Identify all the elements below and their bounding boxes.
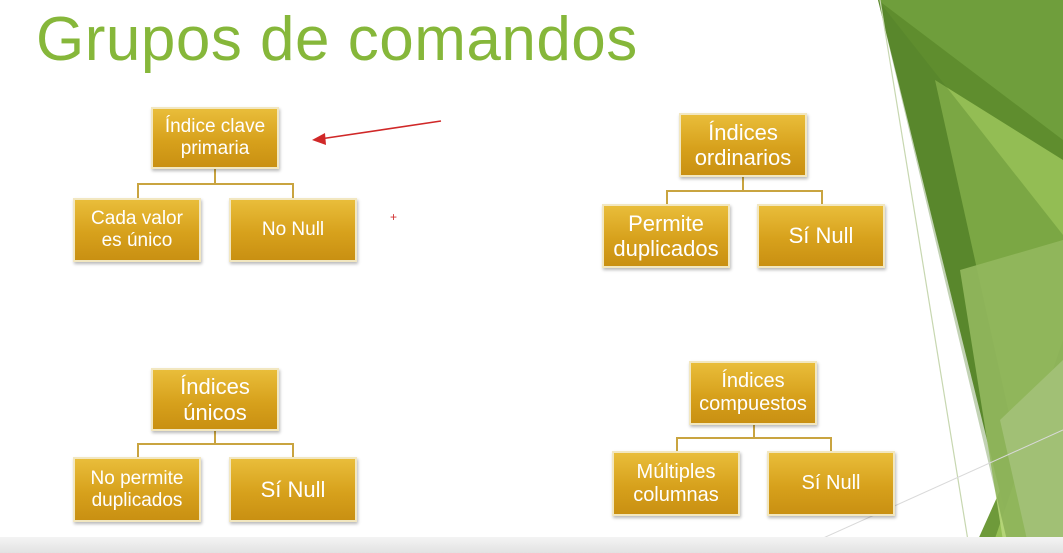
node-indices-ordinarios: Índices ordinarios xyxy=(679,113,807,177)
connector-line xyxy=(214,169,216,183)
connector-line xyxy=(666,190,668,204)
connector-line xyxy=(214,431,216,443)
connector-line xyxy=(292,443,294,457)
connector-line xyxy=(137,443,294,445)
page-title: Grupos de comandos xyxy=(36,5,638,74)
connector-line xyxy=(821,190,823,204)
bottom-bar xyxy=(0,537,1063,553)
node-indices-unicos: Índices únicos xyxy=(151,368,279,431)
connector-line xyxy=(137,183,139,198)
cursor-crosshair-icon: + xyxy=(390,210,398,224)
connector-line xyxy=(137,183,294,185)
node-indice-clave-primaria: Índice clave primaria xyxy=(151,107,279,169)
connector-line xyxy=(666,190,823,192)
node-no-permite-duplicados: No permite duplicados xyxy=(73,457,201,522)
node-no-null: No Null xyxy=(229,198,357,262)
connector-line xyxy=(676,437,678,451)
node-si-null: Sí Null xyxy=(757,204,885,268)
node-permite-duplicados: Permite duplicados xyxy=(602,204,730,268)
node-indices-compuestos: Índices compuestos xyxy=(689,361,817,425)
node-si-null: Sí Null xyxy=(229,457,357,522)
node-multiples-columnas: Múltiples columnas xyxy=(612,451,740,516)
connector-line xyxy=(830,437,832,451)
connector-line xyxy=(742,177,744,190)
connector-line xyxy=(137,443,139,457)
node-si-null: Sí Null xyxy=(767,451,895,516)
connector-line xyxy=(292,183,294,198)
connector-line xyxy=(676,437,832,439)
node-cada-valor-es-unico: Cada valor es único xyxy=(73,198,201,262)
connector-line xyxy=(753,425,755,437)
